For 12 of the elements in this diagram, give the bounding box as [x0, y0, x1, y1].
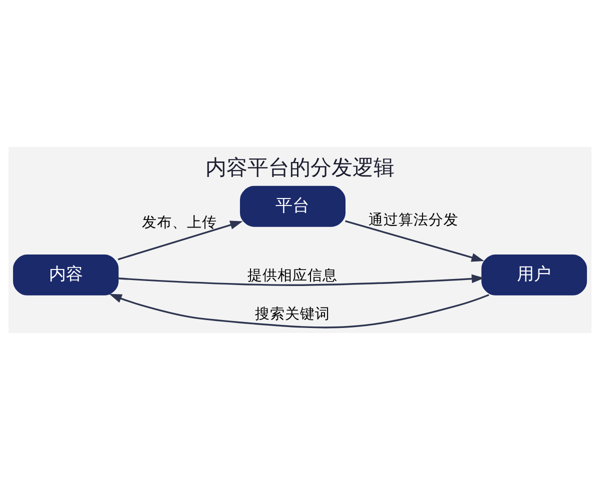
arrow [118, 274, 484, 286]
node-box: 用户 [481, 254, 587, 296]
edge-label: 提供相应信息 [248, 268, 338, 284]
node-box: 平台 [240, 186, 346, 227]
diagram-title: 内容平台的分发逻辑 [206, 154, 394, 180]
edge-label: 搜索关键词 [255, 306, 330, 322]
edge-label: 发布、上传 [142, 215, 217, 232]
arrow [345, 220, 484, 262]
edge-label: 通过算法分发 [368, 212, 458, 229]
arrow [109, 294, 490, 328]
arrow [118, 220, 243, 260]
node-box: 内容 [13, 254, 119, 296]
